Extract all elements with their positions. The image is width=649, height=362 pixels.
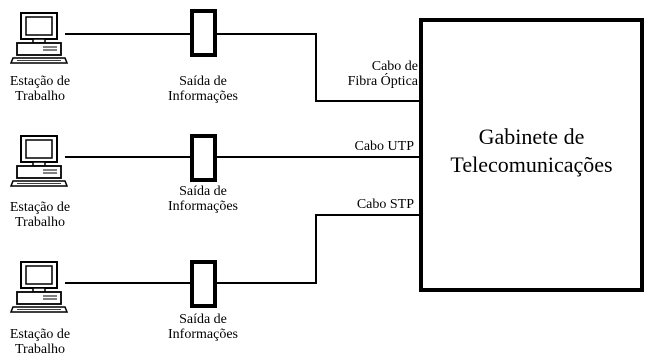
cable-stp-line <box>215 214 421 284</box>
cabinet-label: Gabinete de Telecomunicações <box>423 123 640 179</box>
cable-fiber-line <box>215 33 421 102</box>
cable-stp-label: Cabo STP <box>314 197 414 212</box>
cable-fiber-label-line1: Cabo de <box>371 59 418 74</box>
outlet-2-label: Saída de Informações <box>153 184 253 214</box>
cable-utp-label-line1: Cabo UTP <box>354 139 415 154</box>
workstation-2-label-line2: Trabalho <box>14 215 66 230</box>
workstation-2-label: Estação de Trabalho <box>4 200 76 230</box>
cabinet-label-line2: Telecomunicações <box>450 152 613 177</box>
outlet-1-label: Saída de Informações <box>153 74 253 104</box>
outlet-2-label-line1: Saída de <box>179 184 227 199</box>
outlet-3-label-line1: Saída de <box>179 312 227 327</box>
workstation-1-label-line1: Estação de <box>9 74 71 89</box>
workstation-3-label: Estação de Trabalho <box>4 327 76 357</box>
workstation-2-label-line1: Estação de <box>9 200 71 215</box>
outlet-1-label-line2: Informações <box>168 89 238 104</box>
workstation-1-icon <box>10 12 68 64</box>
outlet-3-label: Saída de Informações <box>153 312 253 342</box>
cabinet-label-line1: Gabinete de <box>478 124 585 149</box>
cable-fiber-label-line2: Fibra Óptica <box>347 74 418 89</box>
outlet-2-label-line2: Informações <box>168 199 238 214</box>
outlet-3-icon <box>190 260 217 308</box>
cable-stp-label-line1: Cabo STP <box>356 197 414 212</box>
cable-fiber-label: Cabo de Fibra Óptica <box>314 59 418 89</box>
cable-utp-label: Cabo UTP <box>314 139 415 154</box>
workstation-3-label-line2: Trabalho <box>14 342 66 357</box>
workstation-3-label-line1: Estação de <box>9 327 71 342</box>
outlet-3-label-line2: Informações <box>168 327 238 342</box>
outlet-1-label-line1: Saída de <box>179 74 227 89</box>
outlet-2-icon <box>190 134 217 182</box>
workstation-1-label: Estação de Trabalho <box>4 74 76 104</box>
workstation-1-label-line2: Trabalho <box>14 89 66 104</box>
workstation-2-icon <box>10 135 68 187</box>
workstation-3-icon <box>10 261 68 313</box>
telecom-cabinet-box <box>419 18 644 292</box>
outlet-1-icon <box>190 9 217 57</box>
